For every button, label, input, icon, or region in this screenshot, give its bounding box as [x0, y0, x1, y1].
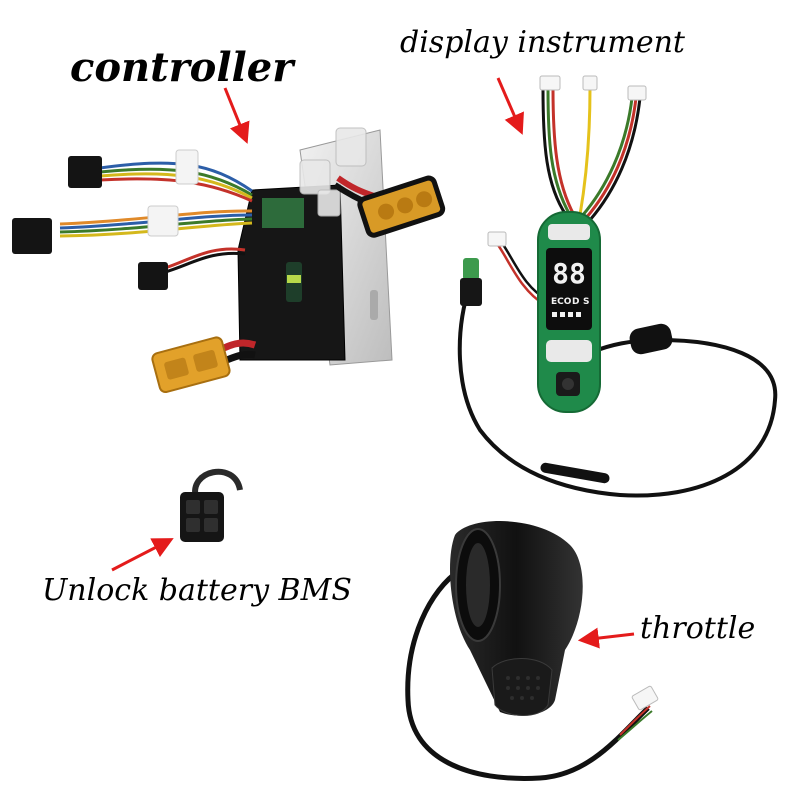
throttle-thumb-pad [491, 658, 553, 716]
display-arrow [496, 77, 524, 135]
bms-arrow [111, 538, 174, 572]
display-side-connector [487, 231, 507, 247]
display-main-cable [457, 284, 778, 498]
display-mode-s: S [583, 297, 589, 307]
unlock-battery-bms-label: Unlock battery BMS [42, 573, 352, 608]
controller-capacitor-band [287, 275, 301, 283]
display-readout: 88 [552, 257, 586, 290]
controller-white-connector-2 [147, 205, 179, 237]
throttle-connector [631, 685, 659, 711]
bms-plug-body [180, 492, 224, 542]
display-pcb-top-pad [548, 224, 590, 240]
display-wire-connector-1 [539, 75, 561, 91]
controller-clear-connector-2 [335, 127, 367, 167]
controller-black-plug-1 [68, 156, 102, 188]
controller-clear-connector-1 [299, 159, 331, 195]
controller-plate-slot [370, 290, 378, 320]
controller-pcb-strip [262, 198, 304, 228]
controller-arrow [223, 87, 250, 144]
controller-xt-connector-top [357, 175, 446, 238]
display-screen [546, 248, 592, 330]
display-pcb-mid-pad [546, 340, 592, 362]
throttle-assembly [405, 521, 659, 781]
throttle-grip-texture [506, 676, 540, 700]
display-instrument-label: display instrument [400, 25, 685, 60]
bms-unlock-connector [111, 468, 243, 572]
controller-assembly [12, 87, 446, 394]
display-wire-connector-2 [582, 75, 598, 91]
display-wire-left [546, 87, 572, 216]
controller-clear-connector-3 [317, 189, 341, 217]
throttle-cable [405, 567, 650, 781]
controller-wire-single [164, 247, 246, 270]
display-mode-d: D [572, 297, 579, 307]
display-wire-right [584, 97, 638, 219]
throttle-arrow [577, 627, 635, 649]
display-mode-eco: ECO [551, 297, 572, 307]
throttle-label: throttle [640, 611, 756, 646]
display-indicator-dots [552, 312, 581, 317]
display-wire-middle [578, 87, 592, 216]
controller-white-connector-1 [175, 149, 199, 185]
bms-loop [192, 468, 243, 499]
display-cable-sleeve [540, 462, 610, 484]
controller-black-plug-3 [138, 262, 168, 290]
display-wire-connector-3 [627, 85, 647, 101]
display-green-plug [463, 258, 479, 280]
controller-xt-connector-bottom [151, 336, 231, 394]
display-cable-ferrite [629, 323, 673, 355]
controller-black-plug-2 [12, 218, 52, 254]
controller-label: controller [70, 44, 294, 91]
display-mode-row: ECO D S [551, 297, 589, 307]
display-instrument-assembly: 88 ECO D S [457, 75, 778, 498]
